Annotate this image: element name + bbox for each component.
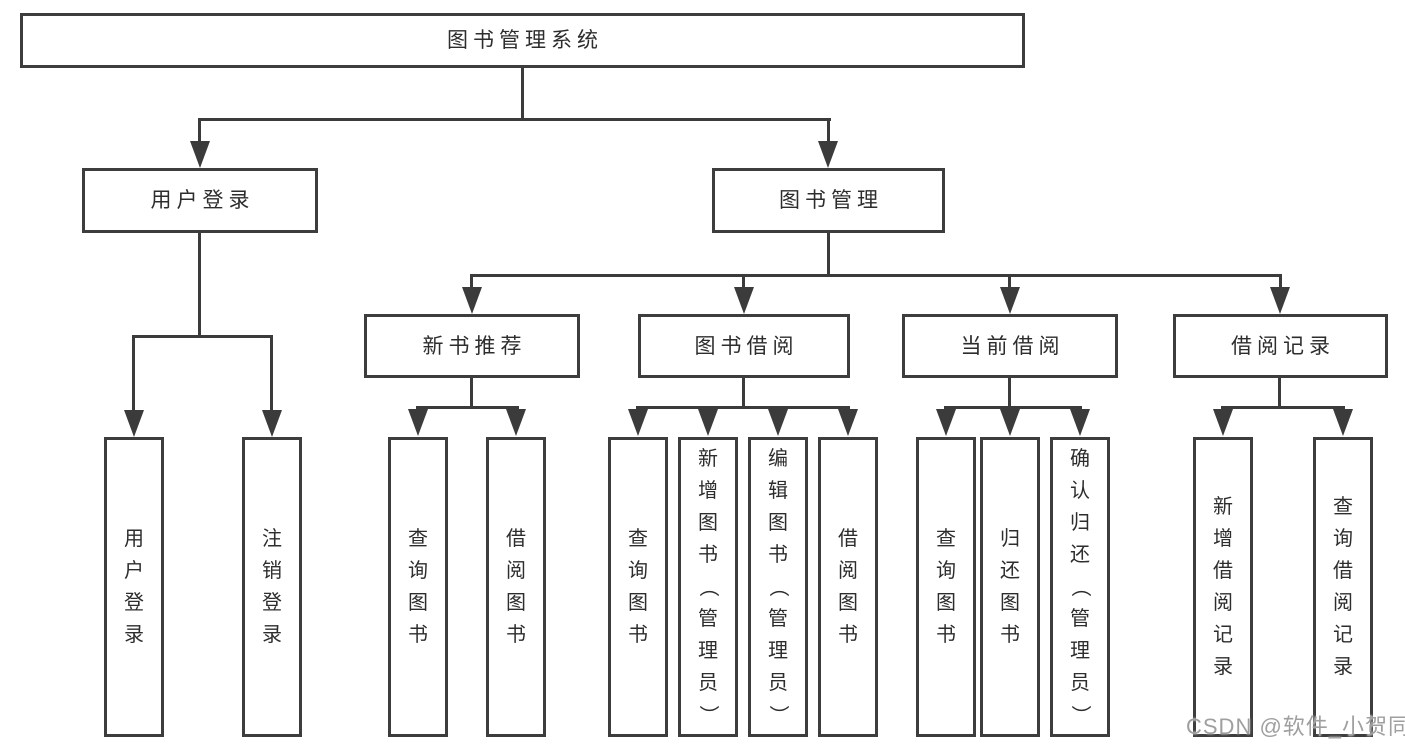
leaf-label: 注销登录 bbox=[262, 528, 282, 646]
arrowhead-down-icon bbox=[408, 409, 428, 436]
arrowhead-down-icon bbox=[698, 409, 718, 436]
connector-line bbox=[198, 118, 831, 121]
connector-line bbox=[742, 274, 745, 288]
leaf-label: 新增图书（管理员） bbox=[697, 448, 719, 725]
arrowhead-down-icon bbox=[1213, 409, 1233, 436]
leaf-borrow-books: 借阅图书 bbox=[818, 437, 878, 737]
arrowhead-down-icon bbox=[768, 409, 788, 436]
arrowhead-down-icon bbox=[190, 141, 210, 168]
connector-line bbox=[944, 406, 1082, 409]
leaf-label: 查询借阅记录 bbox=[1333, 496, 1353, 678]
arrowhead-down-icon bbox=[1333, 409, 1353, 436]
node-library-management-system: 图书管理系统 bbox=[20, 13, 1025, 68]
arrowhead-down-icon bbox=[462, 287, 482, 314]
arrowhead-down-icon bbox=[818, 141, 838, 168]
connector-line bbox=[1279, 274, 1282, 288]
connector-line bbox=[132, 335, 273, 338]
leaf-label: 确认归还（管理员） bbox=[1069, 448, 1091, 725]
leaf-label: 查询图书 bbox=[408, 528, 428, 646]
connector-line bbox=[742, 378, 745, 406]
node-label: 图书借阅 bbox=[694, 334, 799, 358]
arrowhead-down-icon bbox=[1070, 409, 1090, 436]
leaf-logout: 注销登录 bbox=[242, 437, 302, 737]
leaf-label: 查询图书 bbox=[628, 528, 648, 646]
watermark: CSDN @软件_小贺同学 bbox=[1186, 714, 1405, 739]
node-book-borrowing: 图书借阅 bbox=[638, 314, 850, 378]
leaf-label: 借阅图书 bbox=[838, 528, 858, 646]
node-label: 用户登录 bbox=[150, 189, 255, 212]
leaf-add-books-admin: 新增图书（管理员） bbox=[678, 437, 738, 737]
connector-line bbox=[470, 274, 473, 288]
node-new-book-recommend: 新书推荐 bbox=[364, 314, 580, 378]
leaf-label: 查询图书 bbox=[936, 528, 956, 646]
leaf-user-login: 用户登录 bbox=[104, 437, 164, 737]
leaf-label: 新增借阅记录 bbox=[1213, 496, 1233, 678]
connector-line bbox=[416, 406, 519, 409]
connector-line bbox=[827, 118, 830, 142]
node-label: 图书管理系统 bbox=[447, 29, 603, 52]
leaf-query-borrow-record: 查询借阅记录 bbox=[1313, 437, 1373, 737]
arrowhead-down-icon bbox=[936, 409, 956, 436]
leaf-query-books-borrowing: 查询图书 bbox=[608, 437, 668, 737]
leaf-label: 归还图书 bbox=[1000, 528, 1020, 646]
arrowhead-down-icon bbox=[1000, 409, 1020, 436]
node-label: 新书推荐 bbox=[422, 334, 527, 358]
connector-line bbox=[132, 335, 135, 411]
arrowhead-down-icon bbox=[628, 409, 648, 436]
connector-line bbox=[1008, 378, 1011, 406]
node-label: 借阅记录 bbox=[1231, 334, 1335, 358]
node-book-management: 图书管理 bbox=[712, 168, 945, 233]
connector-line bbox=[470, 274, 1282, 277]
arrowhead-down-icon bbox=[124, 410, 144, 437]
leaf-add-borrow-record: 新增借阅记录 bbox=[1193, 437, 1253, 737]
arrowhead-down-icon bbox=[734, 287, 754, 314]
leaf-edit-books-admin: 编辑图书（管理员） bbox=[748, 437, 808, 737]
node-user-login: 用户登录 bbox=[82, 168, 318, 233]
leaf-borrow-books-recommend: 借阅图书 bbox=[486, 437, 546, 737]
arrowhead-down-icon bbox=[1270, 287, 1290, 314]
node-current-borrowing: 当前借阅 bbox=[902, 314, 1118, 378]
leaf-query-books-current: 查询图书 bbox=[916, 437, 976, 737]
leaf-label: 用户登录 bbox=[124, 528, 144, 646]
leaf-query-books-recommend: 查询图书 bbox=[388, 437, 448, 737]
connector-line bbox=[521, 68, 524, 118]
leaf-return-books: 归还图书 bbox=[980, 437, 1040, 737]
leaf-confirm-return-admin: 确认归还（管理员） bbox=[1050, 437, 1110, 737]
node-label: 当前借阅 bbox=[960, 334, 1065, 358]
connector-line bbox=[270, 335, 273, 411]
connector-line bbox=[1278, 378, 1281, 406]
arrowhead-down-icon bbox=[1000, 287, 1020, 314]
arrowhead-down-icon bbox=[506, 409, 526, 436]
connector-line bbox=[1008, 274, 1011, 288]
connector-line bbox=[827, 233, 830, 274]
leaf-label: 编辑图书（管理员） bbox=[767, 448, 789, 725]
arrowhead-down-icon bbox=[262, 410, 282, 437]
connector-line bbox=[470, 378, 473, 406]
node-borrowing-records: 借阅记录 bbox=[1173, 314, 1388, 378]
connector-line bbox=[1221, 406, 1345, 409]
leaf-label: 借阅图书 bbox=[506, 528, 526, 646]
connector-line bbox=[636, 406, 850, 409]
connector-line bbox=[198, 233, 201, 335]
arrowhead-down-icon bbox=[838, 409, 858, 436]
node-label: 图书管理 bbox=[779, 189, 883, 212]
connector-line bbox=[198, 118, 201, 142]
